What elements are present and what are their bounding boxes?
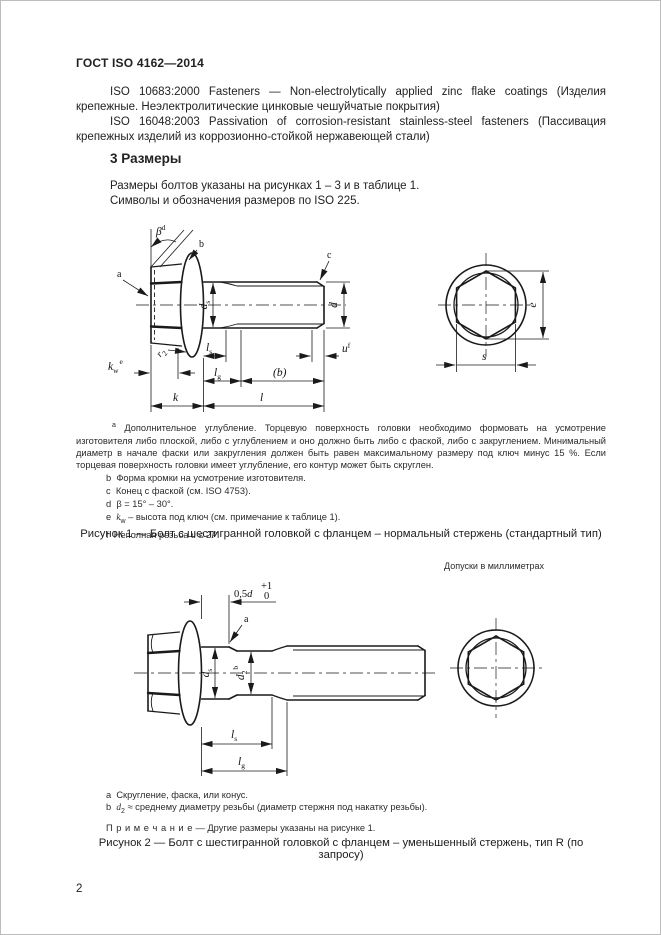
dim-l: l [260, 392, 263, 404]
tolerance-upper: +1 [261, 581, 272, 592]
callout-a: a [117, 269, 122, 280]
figure1-footnotes: a Дополнительное углубление. Торцевую по… [76, 420, 606, 542]
callout-b: b [199, 239, 204, 250]
footnote-c: c Конец с фаской (см. ISO 4753). [106, 486, 251, 497]
dim-u: uf [342, 341, 351, 355]
intro-paragraphs: ISO 10683:2000 Fasteners — Non-electroly… [76, 85, 606, 145]
section-paragraph-2: Символы и обозначения размеров по ISO 22… [110, 195, 360, 207]
section-paragraph-1: Размеры болтов указаны на рисунках 1 – 3… [110, 180, 420, 192]
fig2-side-view: 0,5d +1 0 a ds d2b ls lg [134, 581, 438, 776]
fig1-end-view: e s [436, 253, 549, 372]
dim-b-paren: (b) [273, 367, 287, 379]
dim-e: e [527, 302, 539, 307]
dim-k: k [173, 392, 179, 404]
footnote-b: b Форма кромки на усмотрение изготовител… [106, 473, 306, 484]
footnote-d: d β = 15° – 30°. [106, 499, 174, 510]
dim-ds: ds [200, 669, 214, 678]
dim-s: s [482, 351, 487, 363]
dim-half-d: 0,5d [234, 589, 253, 600]
fig1-side-view: βd a b c [108, 223, 351, 412]
fig2-end-view [450, 618, 542, 718]
dim-d2: d2b [231, 666, 249, 681]
doc-id: ГОСТ ISO 4162—2014 [76, 56, 205, 70]
callout-c: c [327, 250, 332, 261]
intro-paragraph-iso16048: ISO 16048:2003 Passivation of corrosion-… [76, 116, 606, 143]
fillet-r2-label: r2 [154, 346, 169, 360]
footnote-a: a Скругление, фаска, или конус. [106, 789, 249, 800]
figure1-caption: Рисунок 1 — Болт с шестигранной головкой… [80, 528, 602, 540]
dim-lg: lg [214, 367, 221, 381]
dim-kw: kwe [108, 357, 124, 375]
footnote-a: a Дополнительное углубление. Торцевую по… [76, 422, 606, 471]
footnote-e: e kw – высота под ключ (см. примечание к… [106, 511, 341, 525]
figure1-drawing: βd a b c [108, 223, 549, 412]
dim-ls: ls [206, 342, 212, 356]
dim-d: d [328, 302, 340, 308]
tolerance-note: Допуски в миллиметрах [444, 561, 544, 571]
beta-angle-label: βd [155, 223, 166, 238]
tolerance-lower: 0 [264, 591, 269, 602]
footnote-b: b d2 ≈ среднему диаметру резьбы (диаметр… [106, 802, 428, 816]
intro-paragraph-iso10683: ISO 10683:2000 Fasteners — Non-electroly… [76, 86, 606, 113]
page-number: 2 [76, 883, 83, 895]
dim-ds: ds [198, 301, 212, 310]
dim-lg: lg [238, 756, 245, 770]
figure2-caption: Рисунок 2 — Болт с шестигранной головкой… [98, 837, 584, 861]
figure2-footnotes: a Скругление, фаска, или конус. b d2 ≈ с… [76, 788, 606, 834]
figure2-note: П р и м е ч а н и е — Другие размеры ука… [106, 822, 376, 833]
footnote-f: f Неполная резьба u ≤ 2P. [106, 529, 220, 541]
section-title: 3 Размеры [110, 151, 182, 166]
figure2-drawing: 0,5d +1 0 a ds d2b ls lg [134, 581, 542, 776]
dim-ls: ls [231, 729, 237, 743]
callout-a: a [244, 614, 249, 625]
